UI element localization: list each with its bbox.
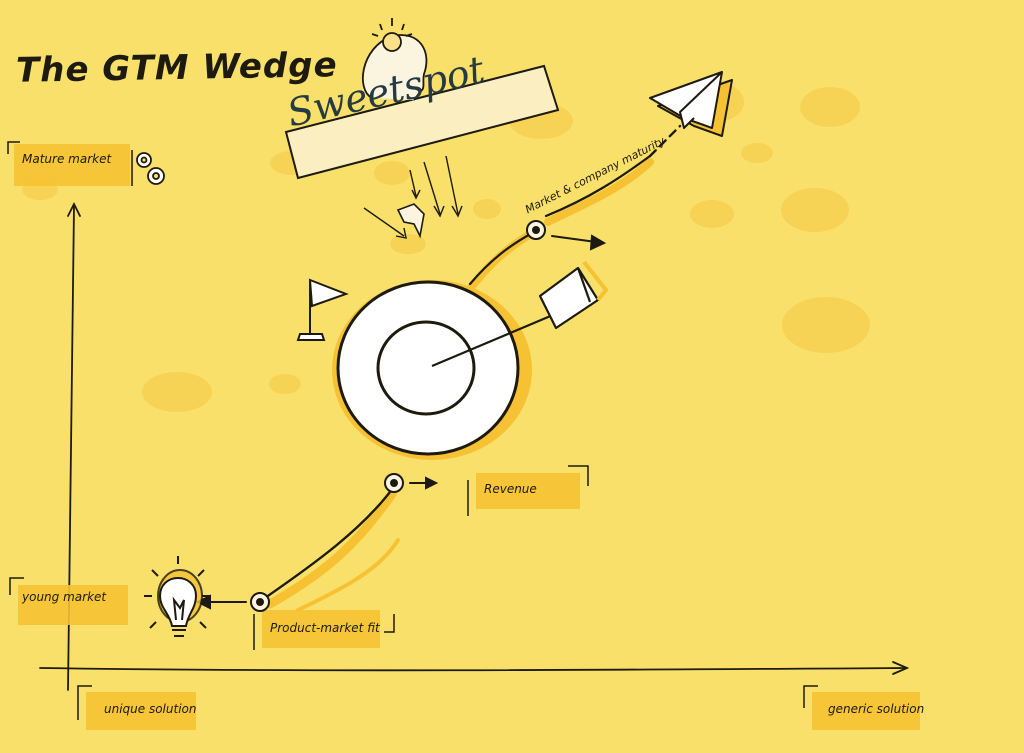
label-boxes	[14, 144, 920, 730]
y-axis-arrowhead	[67, 201, 81, 217]
milestone-arrows	[195, 234, 607, 610]
head-lightbulb-icon	[362, 18, 428, 101]
pointing-hand-icon	[396, 203, 425, 239]
unique-solution-label: unique solution	[104, 702, 197, 716]
flag-icon	[296, 278, 349, 341]
product-market-fit-label: Product-market fit	[270, 621, 380, 635]
label-brackets	[7, 141, 818, 720]
arrow-icon	[431, 260, 608, 368]
paper-plane-icon	[649, 71, 733, 137]
lightbulb-icon	[144, 556, 210, 637]
milestone-dots	[250, 220, 546, 612]
x-axis-arrowhead	[892, 661, 910, 675]
page-title: The GTM Wedge	[15, 45, 338, 91]
generic-solution-label: generic solution	[828, 702, 925, 716]
young-market-label: young market	[22, 590, 107, 604]
sweetspot-banner	[284, 64, 560, 180]
mature-market-label: Mature market	[22, 152, 112, 166]
target-icon	[332, 280, 532, 460]
pointer-strokes	[363, 155, 463, 239]
x-axis	[39, 667, 907, 672]
revenue-label: Revenue	[484, 482, 537, 496]
growth-path	[260, 124, 682, 612]
gears-icon	[136, 152, 165, 185]
